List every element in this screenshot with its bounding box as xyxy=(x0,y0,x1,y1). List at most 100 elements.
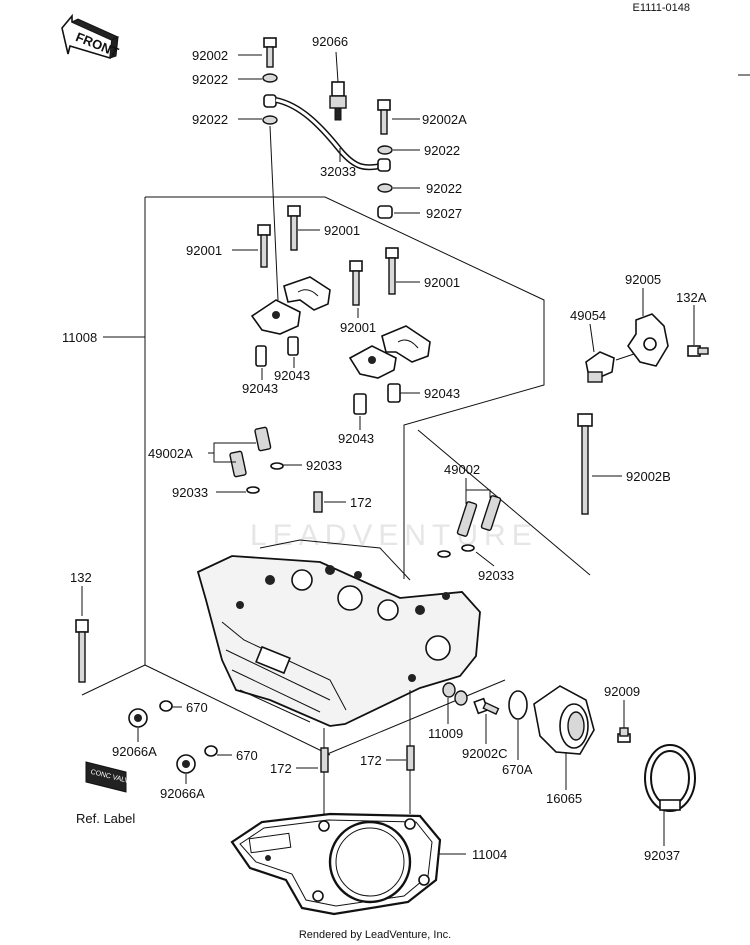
valve-guide-49002-b xyxy=(480,495,502,531)
outline-lower xyxy=(324,679,506,756)
label-92033-a: 92033 xyxy=(306,458,342,473)
dowel-pin-92043-c xyxy=(387,383,401,403)
bolt-axis-line xyxy=(269,125,279,301)
label-11009: 11009 xyxy=(428,726,463,741)
stud-172-b xyxy=(320,747,329,773)
label-92022-d: 92022 xyxy=(426,181,462,196)
washer-92022-a xyxy=(262,73,278,83)
bolt-92002-top xyxy=(263,37,277,68)
label-32033: 32033 xyxy=(320,164,356,179)
o-ring-92033-a xyxy=(270,462,284,470)
label-172-a: 172 xyxy=(350,495,372,510)
label-132A: 132A xyxy=(676,290,707,305)
label-92037: 92037 xyxy=(644,848,680,863)
label-92002-top: 92002 xyxy=(192,48,228,63)
washer-11009-a xyxy=(442,682,456,698)
label-92027: 92027 xyxy=(426,206,462,221)
label-92001-b: 92001 xyxy=(324,223,360,238)
label-132: 132 xyxy=(70,570,92,585)
label-92066A-b: 92066A xyxy=(160,786,205,801)
long-bolt-92002B xyxy=(577,413,593,515)
label-92001-c: 92001 xyxy=(340,320,376,335)
label-92043-c: 92043 xyxy=(424,386,460,401)
cam-cap-4 xyxy=(348,345,397,379)
o-ring-92033-b xyxy=(246,486,260,494)
intake-holder-16065 xyxy=(533,685,595,755)
label-92001-a: 92001 xyxy=(186,243,222,258)
o-ring-92033-c xyxy=(437,550,451,558)
label-92066A-a: 92066A xyxy=(112,744,157,759)
label-172-c: 172 xyxy=(360,753,382,768)
head-gasket-11004 xyxy=(230,812,442,916)
bolt-92001-a xyxy=(257,224,271,268)
label-92033-b: 92033 xyxy=(172,485,208,500)
leader-49054 xyxy=(589,323,595,353)
label-92005: 92005 xyxy=(625,272,661,287)
label-92033-c: 92033 xyxy=(478,568,514,583)
valve-guide-49002A-a xyxy=(254,426,272,452)
stud-172-c xyxy=(406,745,415,771)
label-92001-d: 92001 xyxy=(424,275,460,290)
label-49054: 49054 xyxy=(570,308,606,323)
front-arrow-icon: FRONT xyxy=(61,13,121,60)
dowel-pin-92043-a xyxy=(255,345,267,367)
plug-92066A-b xyxy=(176,754,196,774)
label-16065: 16065 xyxy=(546,791,582,806)
label-670-b: 670 xyxy=(236,748,258,763)
dowel-pin-92043-b xyxy=(287,336,299,356)
leader-49002 xyxy=(465,478,491,504)
o-ring-670A xyxy=(508,690,528,720)
ref-label-caption: Ref. Label xyxy=(76,811,135,826)
bolt-92009 xyxy=(617,727,631,743)
o-ring-670-b xyxy=(204,745,218,757)
label-92002B: 92002B xyxy=(626,469,671,484)
leader-92033-c xyxy=(475,551,495,567)
plug-92066A-a xyxy=(128,708,148,728)
bolt-132A xyxy=(687,345,709,357)
banjo-fitting xyxy=(263,94,277,108)
label-11004: 11004 xyxy=(472,847,507,862)
bolt-92001-c xyxy=(349,260,363,306)
sensor-49054 xyxy=(585,351,615,383)
sensor-92066 xyxy=(329,51,347,121)
label-11008: 11008 xyxy=(62,330,97,345)
ref-label-plate: CONC VALV xyxy=(85,761,130,793)
label-49002A: 49002A xyxy=(148,446,193,461)
clamp-92037 xyxy=(644,744,696,812)
valve-guide-49002A-b xyxy=(229,450,247,478)
label-49002: 49002 xyxy=(444,462,480,477)
watermark: LEADVENTURE xyxy=(250,519,538,552)
footer-credit: Rendered by LeadVenture, Inc. xyxy=(299,929,451,941)
thermostat-housing-92005 xyxy=(615,313,669,367)
label-92009: 92009 xyxy=(604,684,640,699)
bolt-132 xyxy=(75,619,89,683)
washer-11009-b xyxy=(454,690,468,706)
label-92022-c: 92022 xyxy=(424,143,460,158)
bolt-92002A xyxy=(377,99,391,135)
label-92043-d: 92043 xyxy=(338,431,374,446)
collar-92027 xyxy=(377,205,393,219)
cam-cap-2 xyxy=(250,299,301,335)
outline-left xyxy=(81,664,146,696)
bolt-92002C xyxy=(473,697,500,716)
label-92022-b: 92022 xyxy=(192,112,228,127)
oil-pipe-32033 xyxy=(275,97,391,172)
cylinder-head-11008 xyxy=(196,539,481,727)
leader-49002A xyxy=(208,442,256,463)
diagram-id: E1111-0148 xyxy=(633,2,691,14)
washer-92022-b xyxy=(262,115,278,125)
valve-guide-49002-a xyxy=(456,501,478,537)
bolt-leader xyxy=(417,429,591,576)
dowel-pin-92043-d xyxy=(353,393,367,415)
bolt-92001-b xyxy=(287,205,301,251)
bolt-92001-d xyxy=(385,247,399,295)
label-172-b: 172 xyxy=(270,761,292,776)
label-92066: 92066 xyxy=(312,34,348,49)
stud-172-a xyxy=(313,491,323,513)
washer-92022-d xyxy=(377,183,393,193)
cam-cap-3 xyxy=(381,325,431,363)
label-92002C: 92002C xyxy=(462,746,508,761)
label-670-a: 670 xyxy=(186,700,208,715)
label-92022-a: 92022 xyxy=(192,72,228,87)
